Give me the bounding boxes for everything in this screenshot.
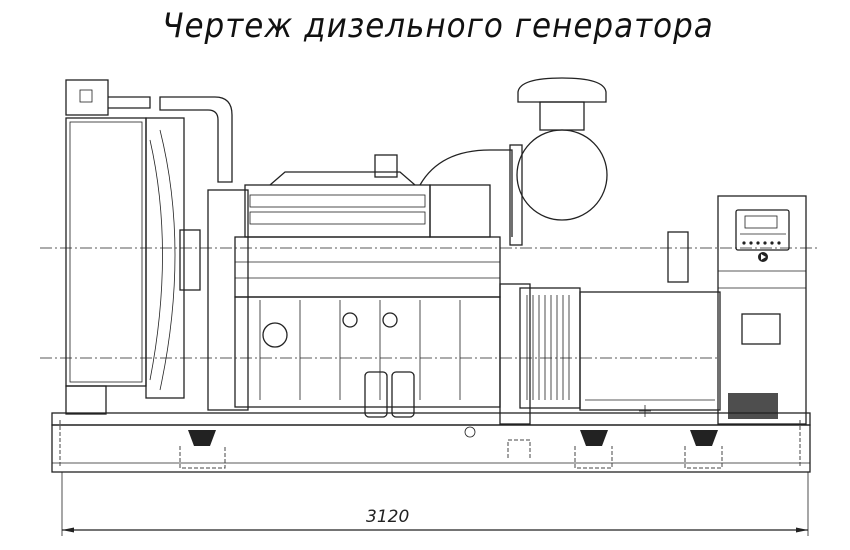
alternator	[499, 231, 721, 425]
air-filter	[509, 77, 608, 246]
radiator	[65, 79, 201, 415]
drawing-title: Чертеж дизельного генератора	[162, 6, 714, 46]
coolant-pipe	[108, 96, 233, 183]
control-panel	[717, 195, 807, 425]
engine	[207, 149, 513, 438]
dimension-label: 3120	[366, 507, 410, 527]
base-frame	[51, 412, 811, 473]
dimension-line	[61, 472, 809, 536]
